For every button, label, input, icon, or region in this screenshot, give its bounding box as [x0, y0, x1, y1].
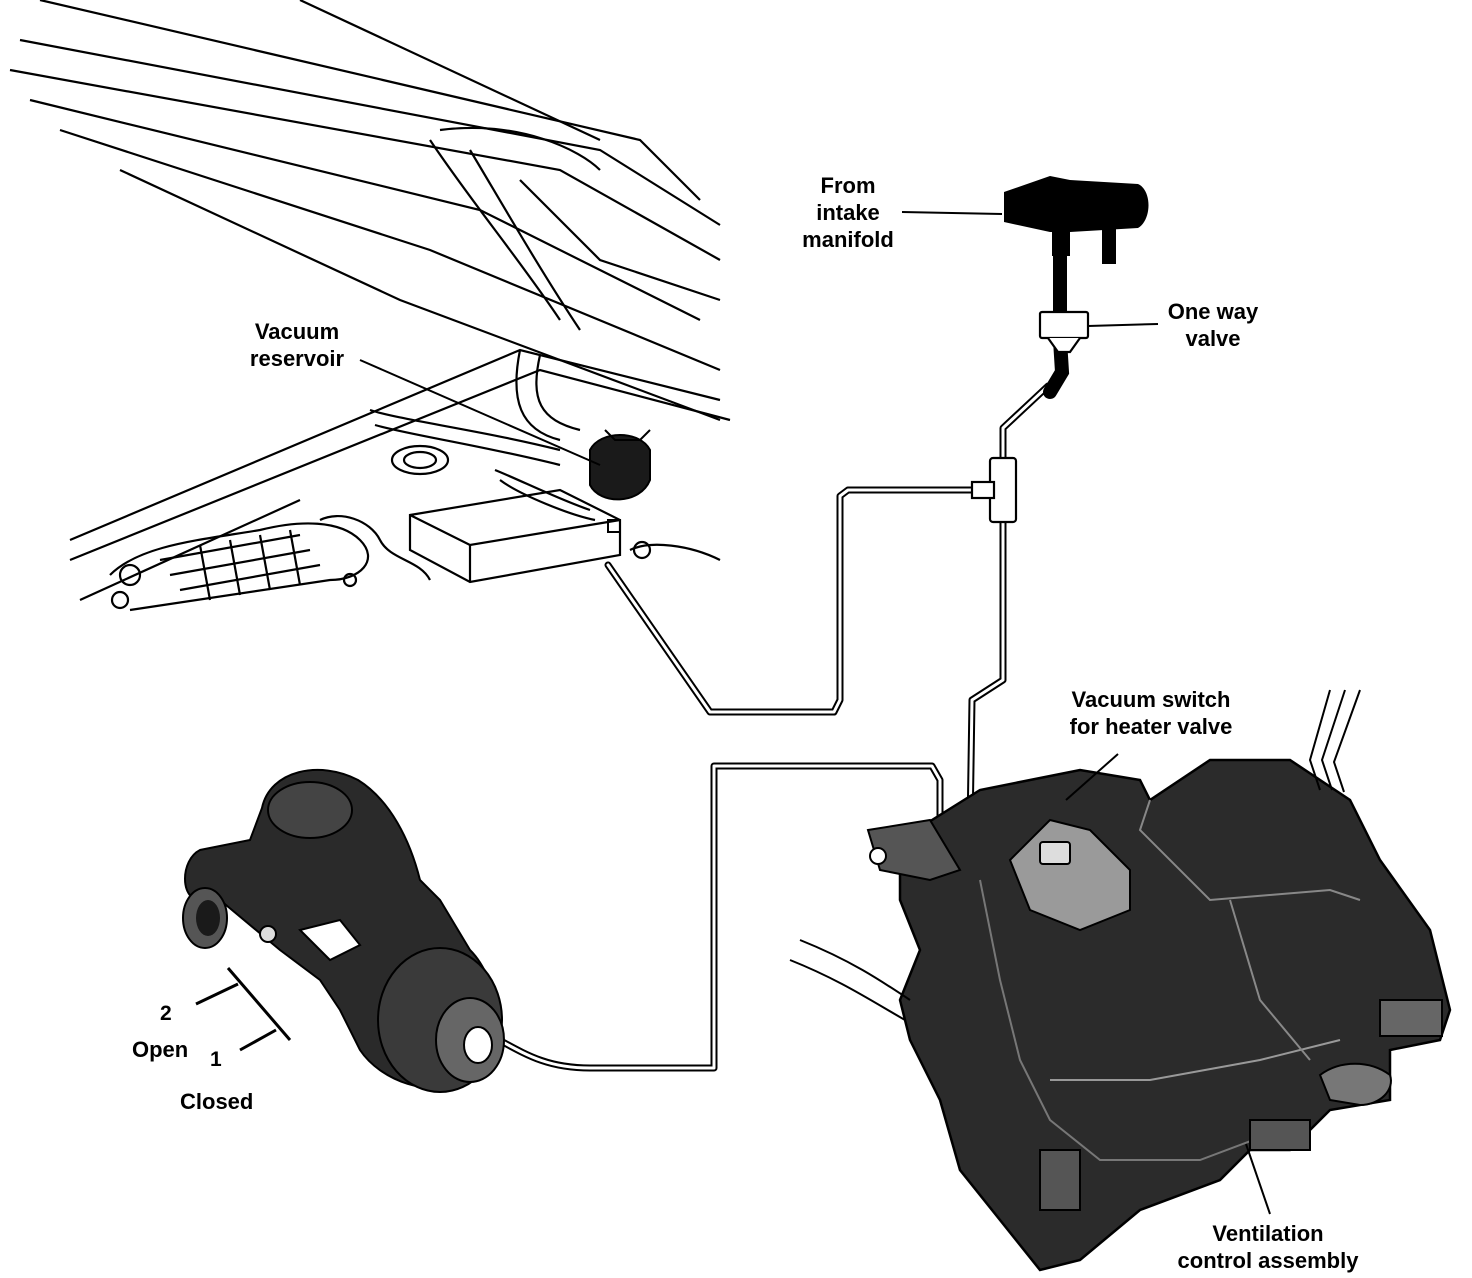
ventilation-label-line1: Ventilation — [1212, 1221, 1324, 1246]
ventilation-label-line2: control assembly — [1177, 1248, 1359, 1273]
label-vacuum-switch: Vacuum switch for heater valve — [1046, 686, 1256, 740]
one-way-valve-label-line2: valve — [1185, 326, 1241, 351]
ventilation-control-assembly — [866, 758, 1452, 1272]
valve-position-closed-label: Closed — [180, 1089, 254, 1114]
engine-bay-illustration — [9, 0, 731, 612]
valve-position-indicator — [195, 967, 292, 1052]
one-way-valve-body — [1038, 310, 1090, 354]
intake-label-line3: manifold — [802, 227, 894, 252]
label-from-intake-manifold: From intake manifold — [788, 172, 908, 253]
tee-fitting — [970, 456, 1018, 524]
one-way-valve-leader-line — [1087, 323, 1159, 327]
intake-manifold-connector — [1004, 176, 1149, 264]
control-cables — [789, 689, 1361, 1021]
valve-position-1-number: 1 — [210, 1048, 222, 1071]
label-one-way-valve: One way valve — [1148, 298, 1278, 352]
intake-label-line2: intake — [816, 200, 880, 225]
vacuum-switch-label-line2: for heater valve — [1069, 714, 1233, 739]
vacuum-reservoir-canister — [589, 429, 651, 533]
reservoir-label-line1: Vacuum — [254, 319, 340, 344]
valve-position-2-number: 2 — [160, 1002, 172, 1025]
one-way-valve-label-line1: One way — [1167, 299, 1259, 324]
ventilation-leader-line — [1245, 1143, 1271, 1215]
intake-label-line1: From — [820, 173, 876, 198]
valve-position-open-label: Open — [132, 1037, 189, 1062]
vacuum-switch-leader-line — [1065, 753, 1119, 801]
reservoir-label-line2: reservoir — [249, 346, 345, 371]
intake-leader-line — [901, 211, 1003, 215]
vacuum-switch-label-line1: Vacuum switch — [1071, 687, 1231, 712]
heater-control-valve — [182, 768, 505, 1093]
label-vacuum-reservoir: Vacuum reservoir — [232, 318, 362, 372]
label-ventilation-control-assembly: Ventilation control assembly — [1158, 1220, 1378, 1274]
reservoir-leader-line — [359, 359, 601, 466]
